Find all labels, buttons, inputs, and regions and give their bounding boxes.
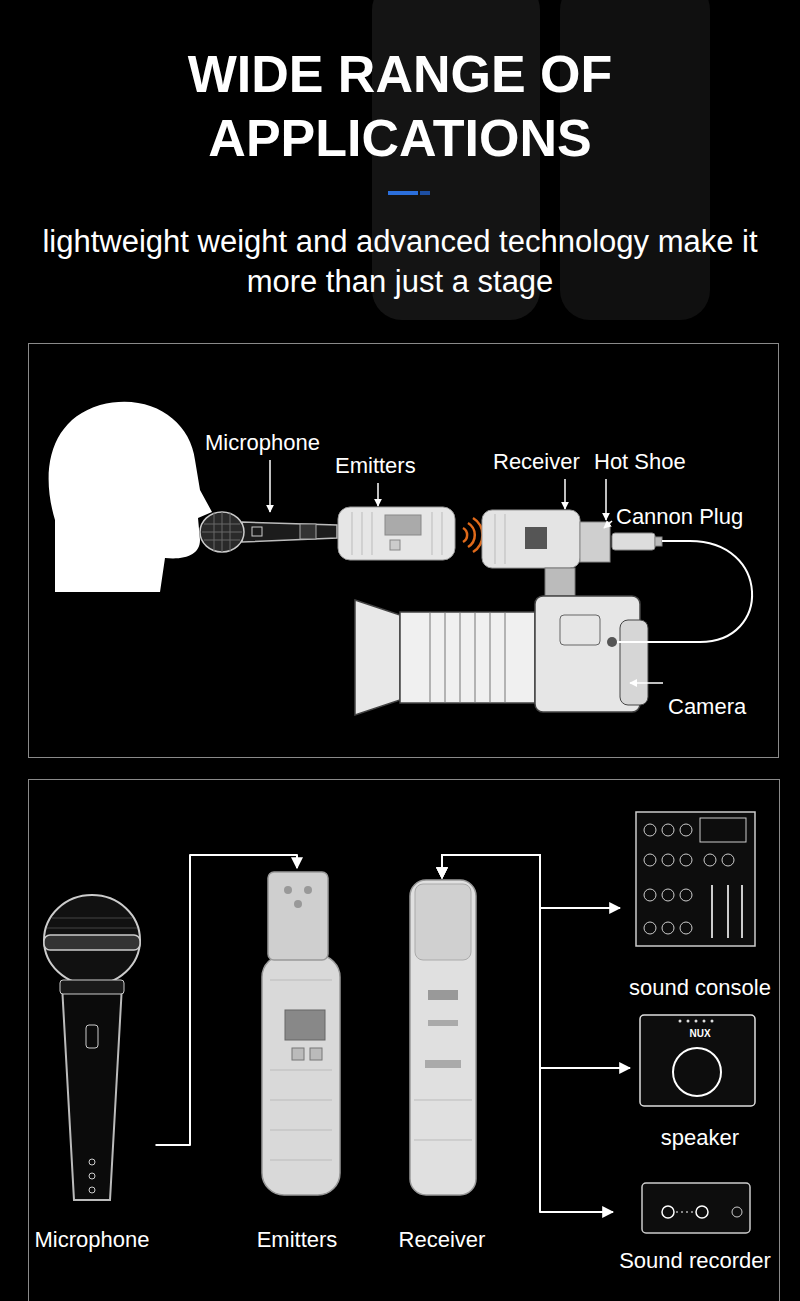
emitter-figure <box>338 507 455 560</box>
device-label: Receiver <box>399 1227 486 1252</box>
signal-arrow <box>442 855 613 1212</box>
part-name: Camera <box>668 694 746 720</box>
part-name: Cannon Plug <box>616 504 743 530</box>
accent-dash <box>420 191 430 195</box>
emitter-figure <box>262 872 340 1195</box>
sound-console-figure <box>636 812 755 946</box>
part-name: Hot Shoe <box>594 449 686 475</box>
part-name: Receiver <box>493 449 580 475</box>
signal-arrow <box>442 855 630 1068</box>
part-name: Microphone <box>205 430 320 456</box>
label-holder: Microphone <box>205 430 320 456</box>
part-name: Emitters <box>335 453 416 479</box>
label-holder: Cannon Plug <box>616 504 743 530</box>
receiver-node: Receiver <box>393 878 492 1252</box>
camera-figure <box>355 596 648 715</box>
microphone-figure <box>44 895 140 1200</box>
cannon-plug-figure <box>612 533 662 550</box>
device-label: Microphone <box>35 1227 150 1252</box>
device-label: Emitters <box>257 1227 338 1252</box>
head-silhouette <box>49 402 212 592</box>
label-holder: Camera <box>668 694 746 720</box>
device-label: speaker <box>661 1125 739 1150</box>
speaker-figure <box>640 1015 755 1106</box>
brand-mark: NUX <box>689 1028 710 1040</box>
emitter-node: Emitters <box>250 868 345 1252</box>
cable <box>617 541 752 642</box>
panel-frame <box>29 780 780 1301</box>
microphone-figure <box>200 512 337 552</box>
label-holder: lightweight weight and advanced technolo… <box>40 222 760 302</box>
signal-arrow <box>156 855 298 1145</box>
label-holder: Hot Shoe <box>594 449 686 475</box>
leader-lines <box>270 460 663 683</box>
accent-dash <box>388 191 418 195</box>
device-label: sound console <box>629 975 771 1000</box>
device-label: Sound recorder <box>619 1248 771 1273</box>
signal-arrow <box>442 855 620 908</box>
label-holder: Emitters <box>335 453 416 479</box>
label-holder: Receiver <box>493 449 580 475</box>
speaker-node: NUX speaker <box>630 1010 770 1150</box>
subtitle: lightweight weight and advanced technolo… <box>40 222 760 302</box>
recorder-node: Sound recorder <box>613 1178 777 1273</box>
sound-recorder-figure <box>642 1183 750 1233</box>
microphone-node: Microphone <box>29 893 156 1252</box>
page-title: WIDE RANGE OF APPLICATIONS <box>0 42 800 170</box>
panel-frame <box>29 344 779 758</box>
receiver-figure <box>410 880 476 1195</box>
receiver-figure <box>482 510 610 596</box>
signal-icon <box>463 518 482 552</box>
console-node: sound console <box>620 805 780 1000</box>
